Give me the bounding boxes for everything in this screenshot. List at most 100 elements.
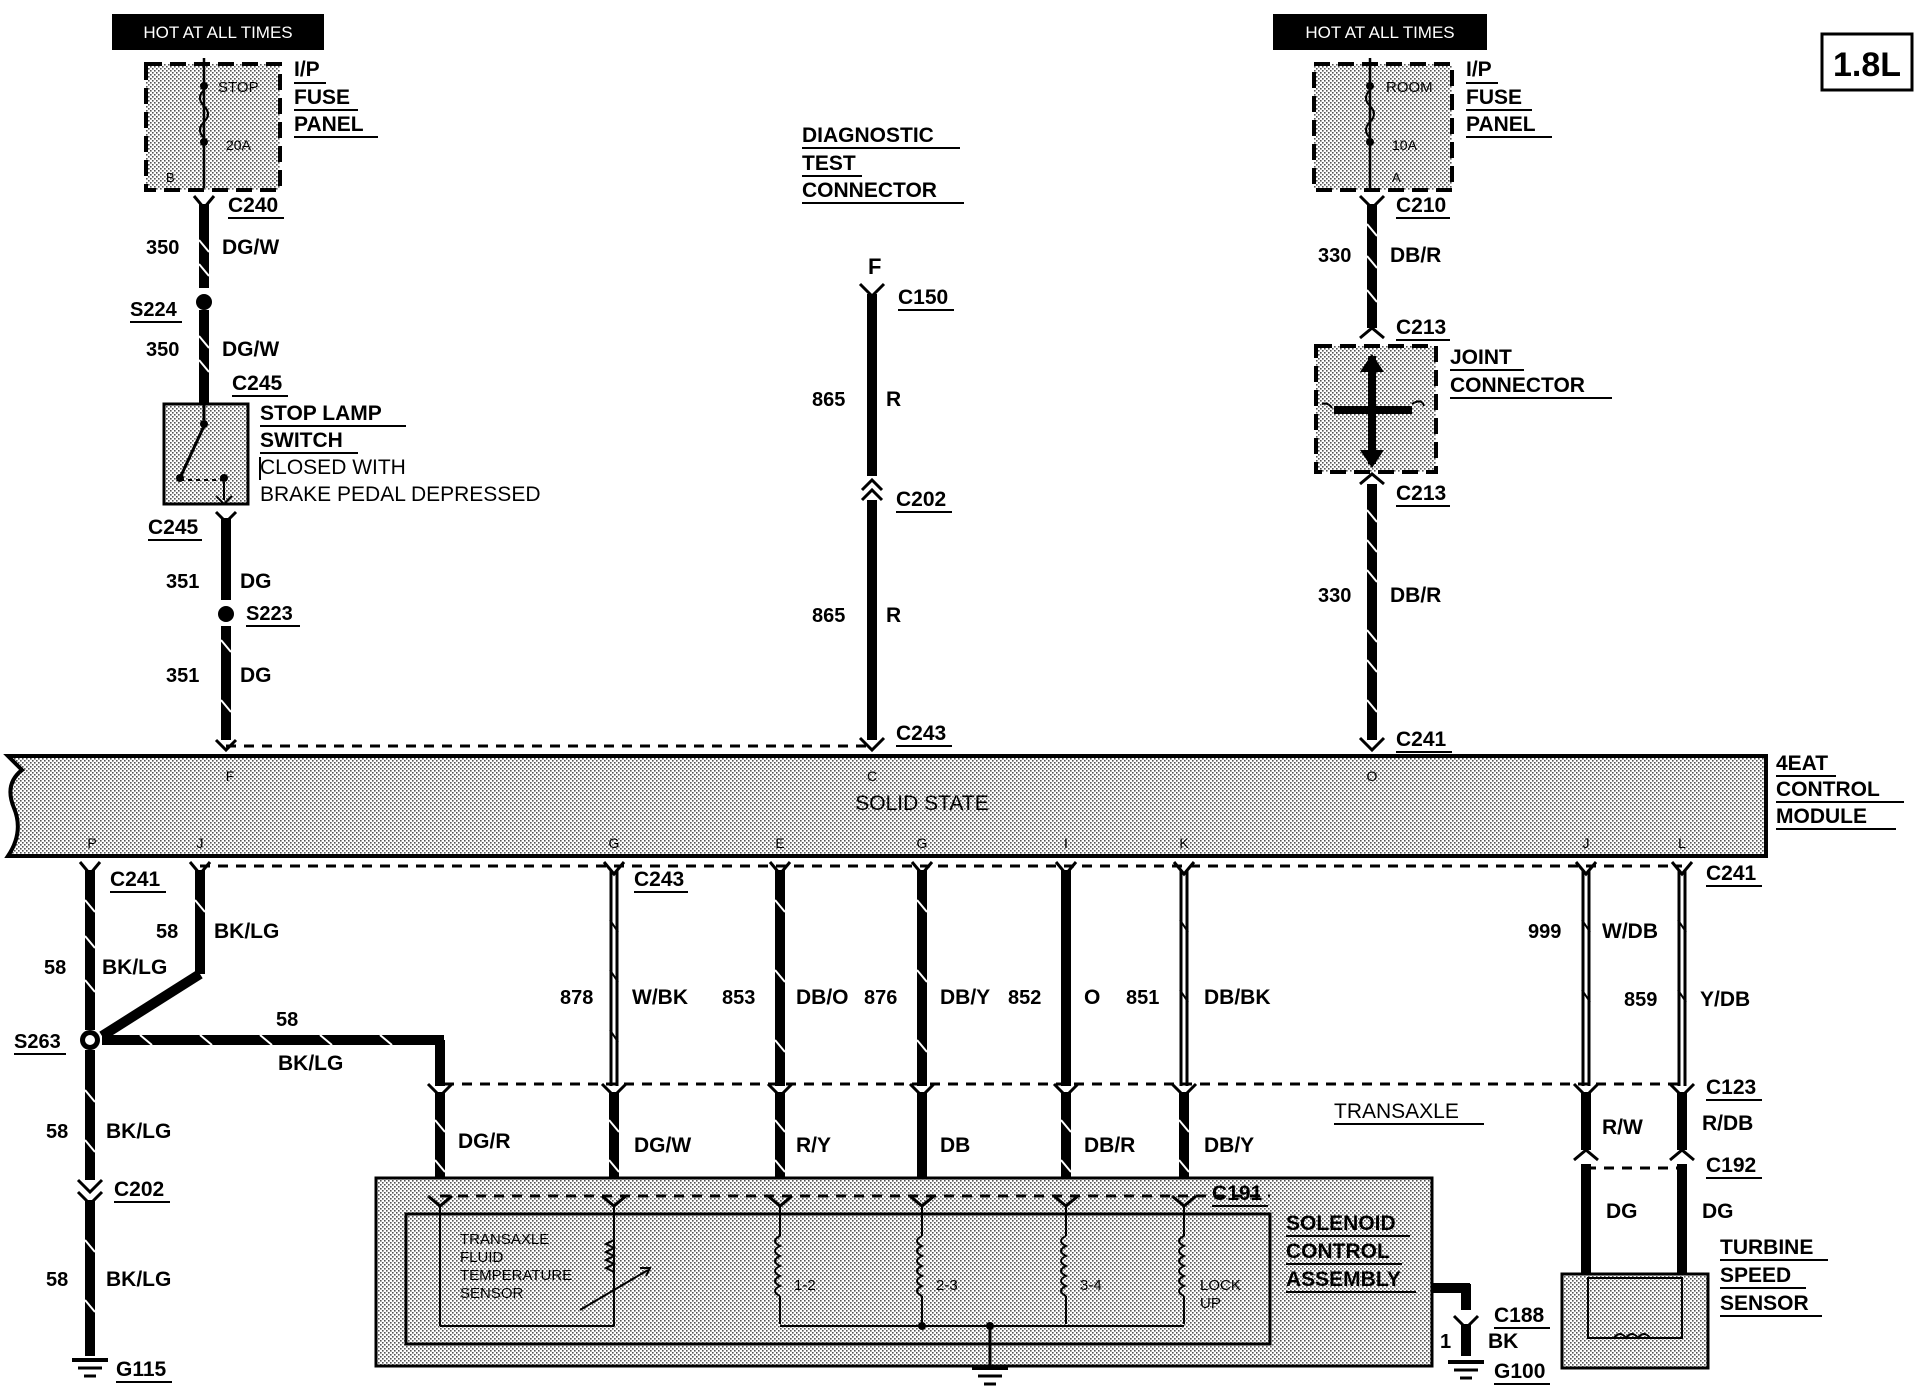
wire-color: DB/R [1390,244,1441,267]
svg-text:I/P: I/P [294,58,320,81]
connector-c241-top: C241 [1396,728,1447,751]
hot-at-all-times-left: HOT AT ALL TIMES [112,14,324,50]
connector-c210: C210 [1396,194,1446,217]
connector-c192: C192 [1706,1154,1756,1177]
transaxle-wires [426,1082,1696,1276]
circuit-number: 58 [46,1121,68,1143]
svg-text:MODULE: MODULE [1776,805,1867,828]
solenoid-assembly-title: SOLENOID [1286,1212,1396,1235]
connector-c241-left: C241 [110,868,161,891]
fuse-rating: 10A [1392,137,1418,153]
svg-text:HOT AT ALL TIMES: HOT AT ALL TIMES [1305,23,1454,42]
wire-color: DB/R [1390,584,1441,607]
splice-s224-dot [196,294,212,310]
wire-color: R [886,604,901,627]
module-pin: K [1179,835,1189,851]
svg-text:I/P: I/P [1466,58,1492,81]
connector-c245-top: C245 [232,372,283,395]
coil-3-4-label: 3-4 [1080,1277,1102,1294]
splice-s223: S223 [246,603,293,625]
solenoid-control-assembly [374,1176,1484,1386]
wire-color: DG/W [222,236,279,259]
circuit-number: 851 [1126,987,1159,1009]
svg-text:SWITCH: SWITCH [260,429,343,452]
svg-text:FUSE: FUSE [294,86,350,109]
control-module-title: 4EAT [1776,752,1828,775]
wire-color: BK/LG [102,956,167,979]
circuit-number: 865 [812,605,845,627]
wire-color: R/W [1602,1116,1643,1139]
ground-g115: G115 [116,1358,167,1381]
wire-color: DG [240,664,272,687]
wire-color: DG/W [222,338,279,361]
diagnostic-pin: F [868,254,881,279]
wire-color: DG [240,570,272,593]
circuit-number: 350 [146,339,179,361]
svg-text:TEMPERATURE: TEMPERATURE [460,1267,572,1284]
module-pin: J [197,835,204,851]
turbine-speed-sensor-title: TURBINE [1720,1236,1813,1259]
connector-c213-top: C213 [1396,316,1446,339]
wire-color: BK [1488,1330,1518,1353]
wire-color: BK/LG [106,1120,171,1143]
fuse-terminal: A [1392,170,1401,185]
module-pin: L [1678,835,1686,851]
wire-color: DB [940,1134,970,1157]
svg-text:UP: UP [1200,1295,1221,1312]
connector-c241-right: C241 [1706,862,1757,885]
wire-color: Y/DB [1700,988,1750,1011]
circuit-number: 350 [146,237,179,259]
circuit-number: 330 [1318,585,1351,607]
circuit-number: 878 [560,987,593,1009]
circuit-number: 58 [276,1009,298,1031]
circuit-number: 853 [722,987,755,1009]
module-pin: G [609,835,620,851]
wire-color: DB/Y [940,986,990,1009]
svg-text:HOT AT ALL TIMES: HOT AT ALL TIMES [143,23,292,42]
wire-color: DB/O [796,986,849,1009]
module-pin: F [226,768,235,784]
coil-2-3-label: 2-3 [936,1277,958,1294]
joint-connector [1314,344,1438,474]
svg-text:FUSE: FUSE [1466,86,1522,109]
svg-text:SENSOR: SENSOR [1720,1292,1809,1315]
connector-c213-bottom: C213 [1396,482,1446,505]
connector-c150: C150 [898,286,948,309]
wire-color: BK/LG [106,1268,171,1291]
control-module: F C O SOLID STATE P J G E G I K J L [3,754,1768,858]
circuit-number: 859 [1624,989,1657,1011]
stop-lamp-switch-title: STOP LAMP [260,402,382,425]
hot-at-all-times-right: HOT AT ALL TIMES [1273,14,1487,50]
wire-color: DG/R [458,1130,511,1153]
joint-connector-title: JOINT [1450,346,1512,369]
wire-color: R/DB [1702,1112,1753,1135]
diagnostic-test-connector-title: DIAGNOSTIC [802,124,934,147]
circuit-number: 999 [1528,921,1561,943]
connector-c245-bottom: C245 [148,516,199,539]
coil-1-2-label: 1-2 [794,1277,816,1294]
stop-lamp-switch-note: CLOSED WITH [260,456,406,479]
wire-color: DG [1702,1200,1734,1223]
left-fuse-panel: STOP 20A B [144,58,282,192]
connector-c202-bottom: C202 [114,1178,164,1201]
left-fuse-panel-label: I/P FUSE PANEL [294,58,378,138]
circuit-number: 58 [44,957,66,979]
connector-c123: C123 [1706,1076,1756,1099]
circuit-number: 351 [166,571,199,593]
connector-c243-bottom: C243 [634,868,684,891]
circuit-number: 876 [864,987,897,1009]
circuit-number: 852 [1008,987,1041,1009]
tft-sensor-label: TRANSAXLE [460,1231,549,1248]
svg-text:CONNECTOR: CONNECTOR [1450,374,1585,397]
svg-text:CONTROL: CONTROL [1776,778,1880,801]
connector-c188: C188 [1494,1304,1545,1327]
wire-color: BK/LG [278,1052,343,1075]
wire-color: W/DB [1602,920,1658,943]
module-pin: G [917,835,928,851]
right-fuse-panel: ROOM 10A A [1312,58,1454,192]
circuit-865-wire [858,282,886,753]
module-pin: O [1367,768,1378,784]
module-pin: C [867,768,877,784]
transaxle-label: TRANSAXLE [1334,1100,1459,1123]
